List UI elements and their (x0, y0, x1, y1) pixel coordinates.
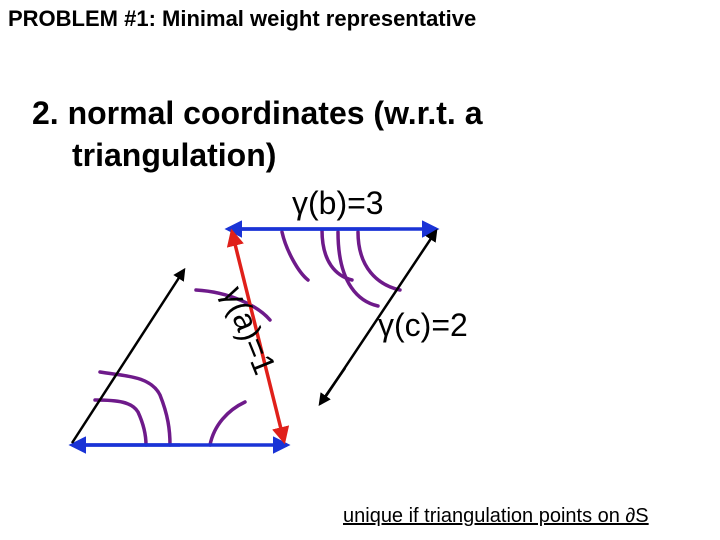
normal-arc (356, 230, 402, 292)
normal-arc (208, 400, 247, 447)
edge-c-right-start (318, 367, 347, 407)
normal-arc (98, 370, 172, 447)
label-gamma-b: γ(b)=3 (292, 185, 384, 221)
bullet-number: 2. (32, 95, 59, 131)
label-gamma-c: γ(c)=2 (378, 307, 468, 343)
slide-title: PROBLEM #1: Minimal weight representativ… (8, 6, 477, 31)
edge-c-left (70, 267, 186, 444)
edge-a-diagonal (226, 228, 290, 445)
label-gamma-a: γ(a)=1 (216, 281, 284, 379)
bullet-item: 2. normal coordinates (w.r.t. a triangul… (32, 92, 632, 176)
footnote: unique if triangulation points on ∂S (343, 505, 649, 527)
normal-arc (336, 230, 380, 308)
normal-arc (280, 230, 310, 282)
bullet-text: normal coordinates (w.r.t. a triangulati… (67, 95, 483, 173)
normal-arc (93, 398, 148, 447)
